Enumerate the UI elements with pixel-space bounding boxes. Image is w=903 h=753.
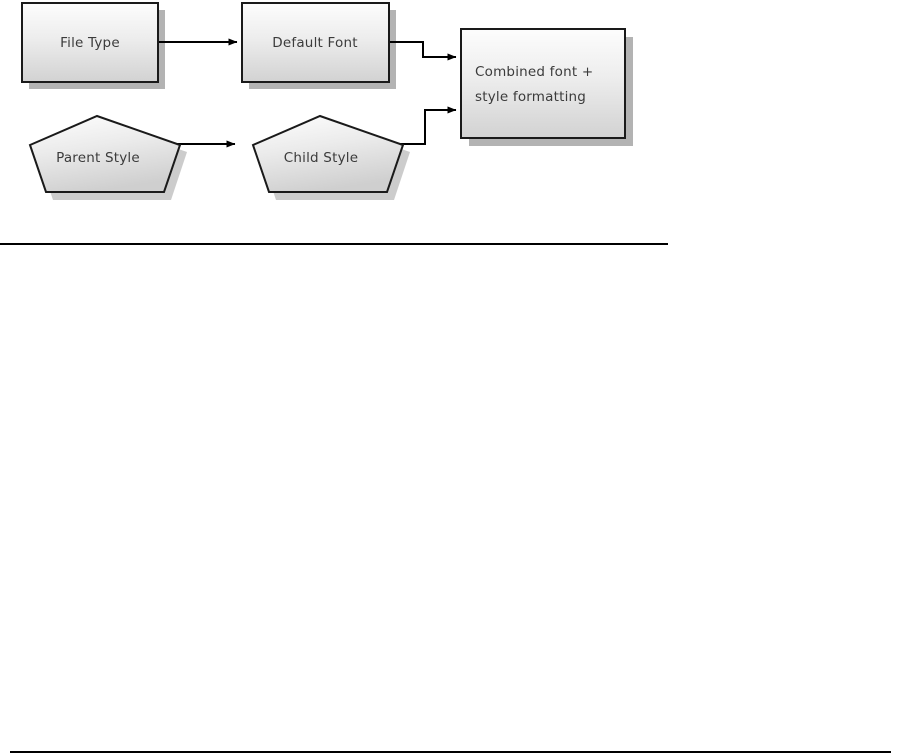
file-type-label: File Type: [60, 35, 120, 51]
flowchart-svg: File Type Default Font Combined font + s…: [21, 2, 633, 200]
connector-default-font-to-combined: [389, 41, 457, 61]
combined-formatting-box[interactable]: [460, 28, 626, 139]
default-font-label: Default Font: [272, 35, 357, 51]
bottom-horizontal-rule: [10, 751, 891, 753]
node-file-type[interactable]: File Type: [21, 2, 159, 83]
child-style-label: Child Style: [284, 150, 358, 166]
connectors: [158, 38, 457, 148]
parent-style-label: Parent Style: [56, 150, 140, 166]
top-horizontal-rule: [0, 243, 668, 245]
node-parent-style[interactable]: Parent Style: [28, 114, 182, 193]
node-combined-formatting[interactable]: Combined font + style formatting: [460, 28, 626, 139]
connector-child-style-to-combined: [400, 106, 457, 145]
default-font-box[interactable]: [241, 2, 390, 83]
file-type-box[interactable]: [21, 2, 159, 83]
node-child-style[interactable]: Child Style: [251, 114, 405, 193]
combined-formatting-label-line2: style formatting: [475, 89, 586, 105]
parent-style-pentagon[interactable]: [28, 114, 182, 193]
node-default-font[interactable]: Default Font: [241, 2, 390, 83]
combined-formatting-label-line1: Combined font +: [475, 64, 593, 80]
child-style-pentagon[interactable]: [251, 114, 405, 193]
flowchart-diagram: File Type Default Font Combined font + s…: [0, 0, 700, 215]
